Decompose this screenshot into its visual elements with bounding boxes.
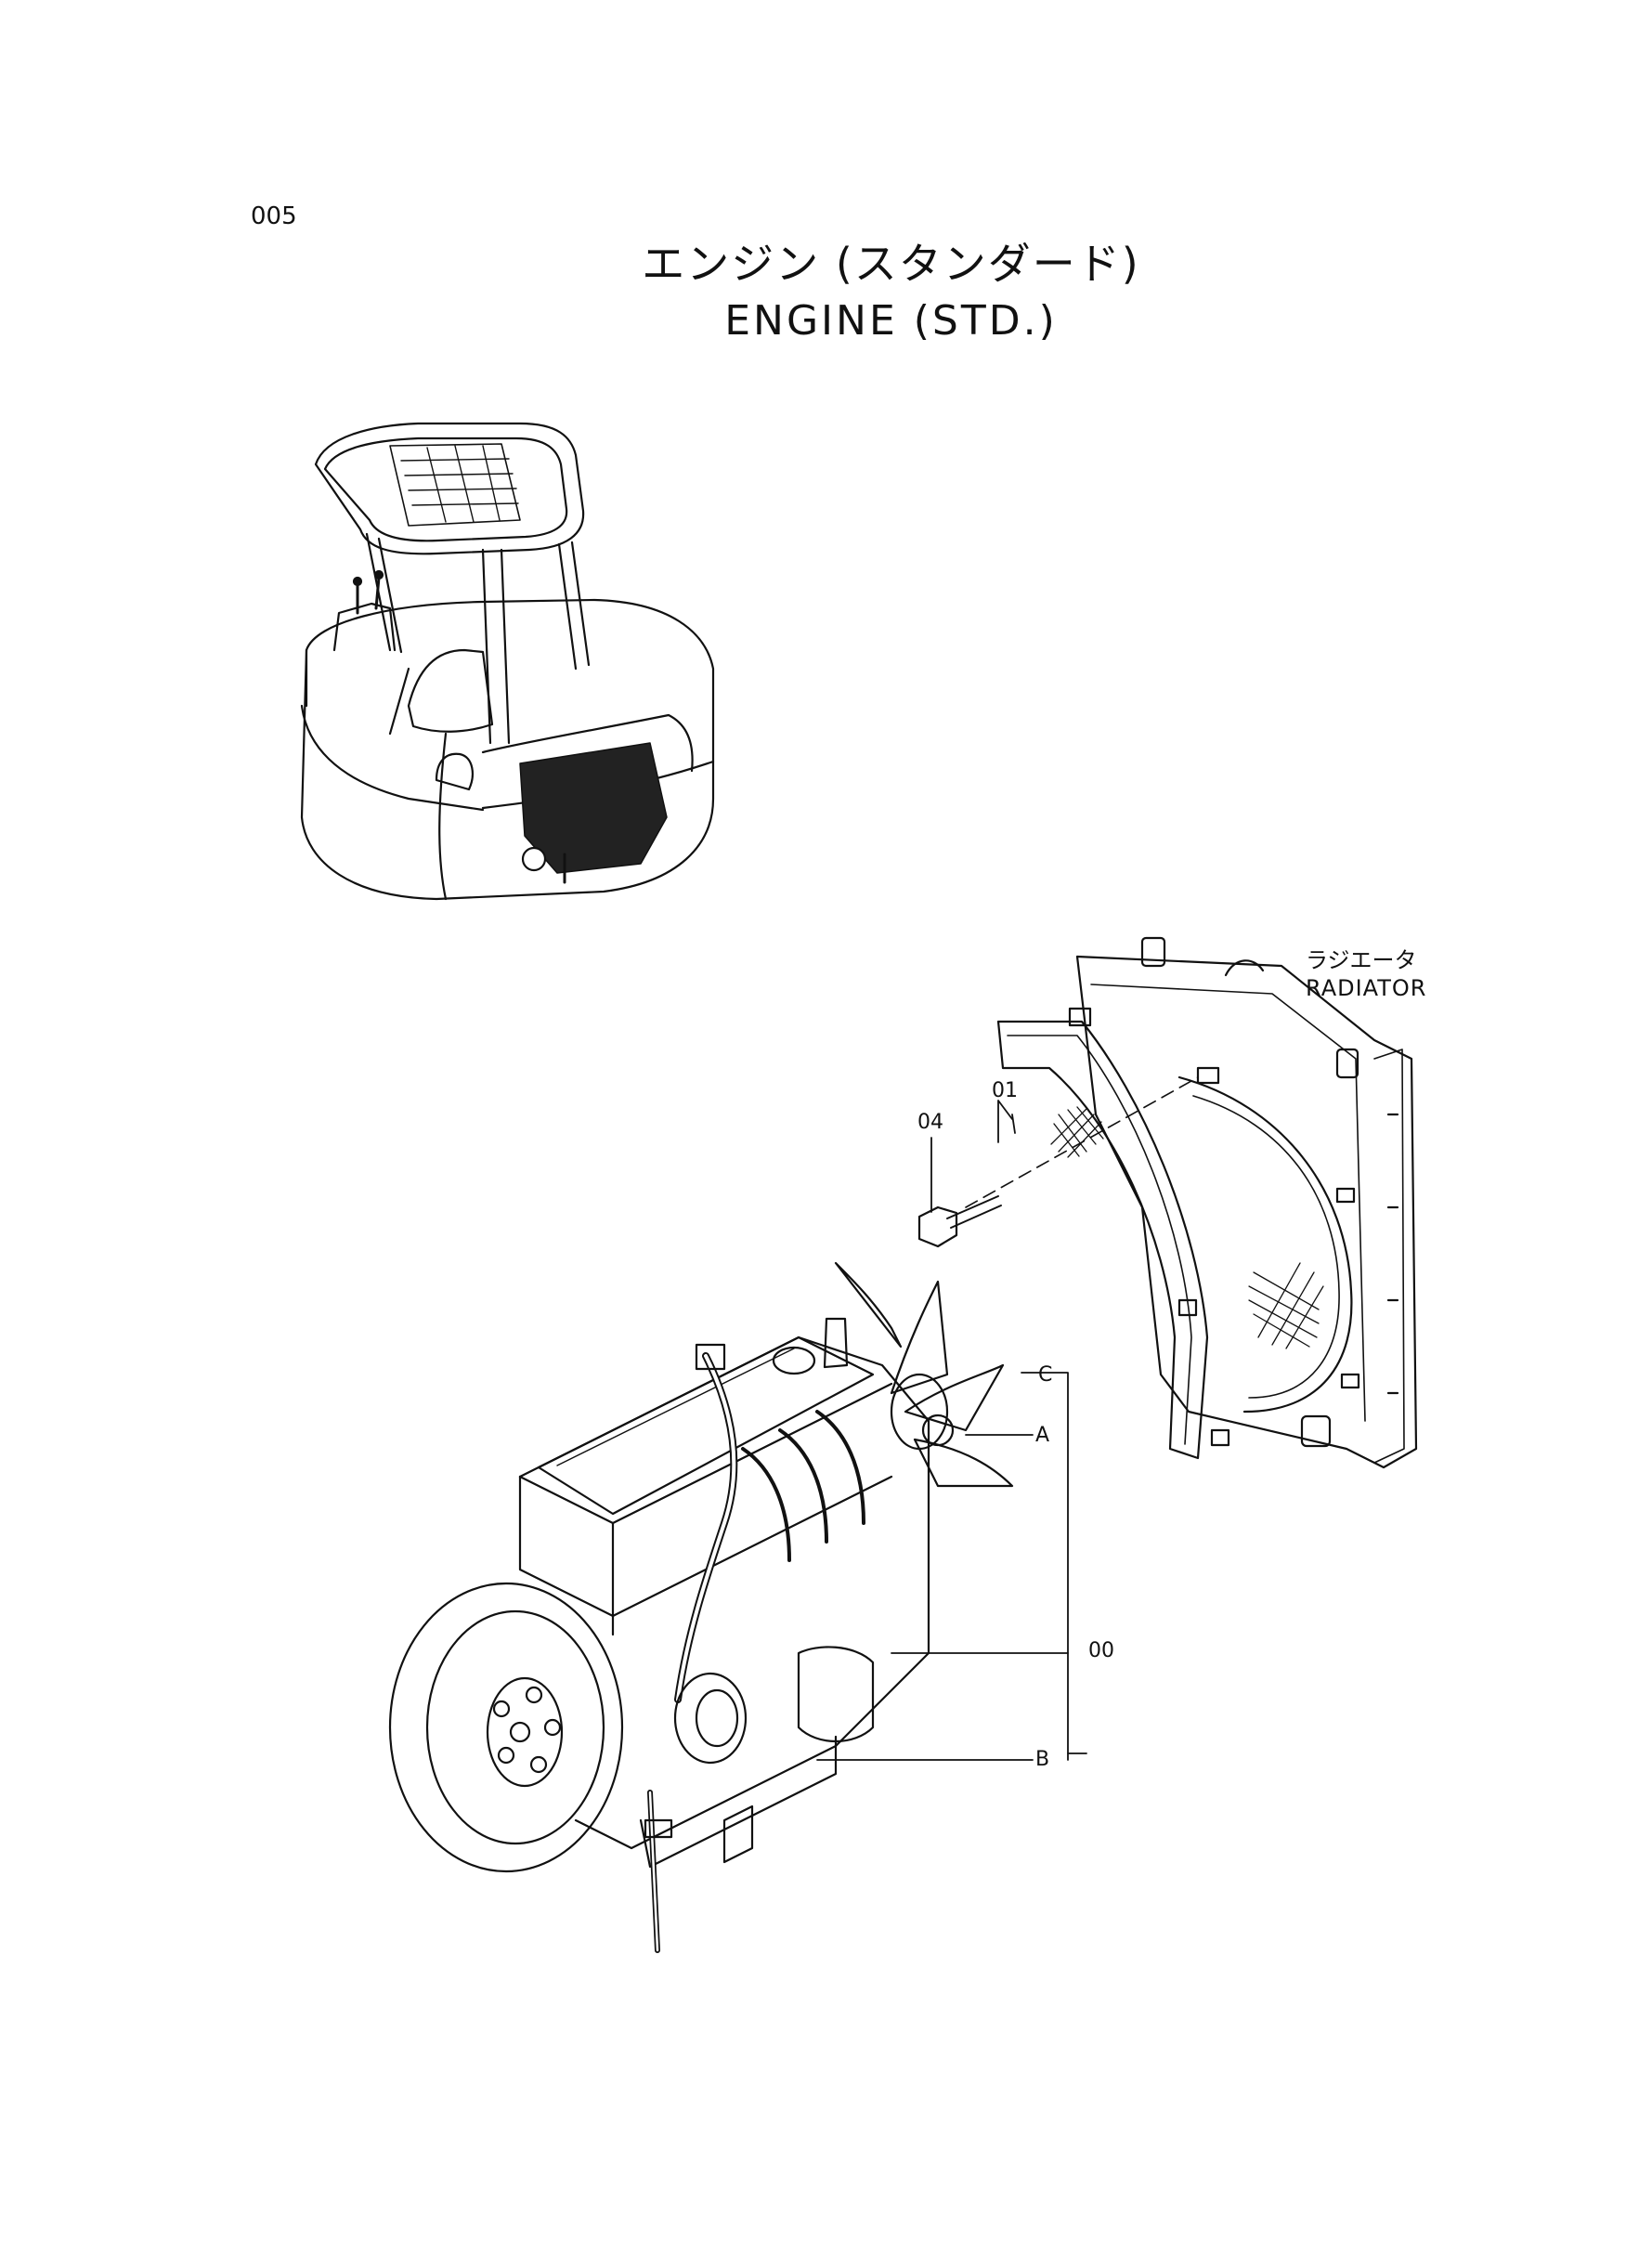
bolt-alignment-line bbox=[965, 1076, 1199, 1208]
callout-ref-b: B bbox=[1035, 1748, 1050, 1771]
leader-lines bbox=[816, 1100, 1087, 1761]
page-number: 005 bbox=[251, 202, 297, 230]
engine-illustration bbox=[388, 1261, 1014, 1953]
radiator-label-en: RADIATOR bbox=[1306, 975, 1427, 1001]
callout-part-00: 00 bbox=[1088, 1639, 1114, 1662]
bolt-illustration bbox=[917, 1195, 1002, 1248]
callout-part-01: 01 bbox=[992, 1079, 1018, 1102]
callout-ref-a: A bbox=[1035, 1424, 1050, 1447]
page-title: エンジン (スタンダード) ENGINE (STD.) bbox=[0, 230, 1652, 345]
fan-guard-illustration bbox=[996, 1007, 1230, 1460]
machine-overview-illustration bbox=[300, 422, 715, 901]
title-english: ENGINE (STD.) bbox=[724, 297, 1058, 345]
title-japanese: エンジン (スタンダード) bbox=[642, 239, 1140, 289]
radiator-illustration bbox=[1075, 936, 1418, 1469]
callout-part-04: 04 bbox=[917, 1111, 943, 1134]
callout-ref-c: C bbox=[1038, 1363, 1053, 1387]
radiator-label-jp: ラジエータ bbox=[1306, 947, 1417, 973]
